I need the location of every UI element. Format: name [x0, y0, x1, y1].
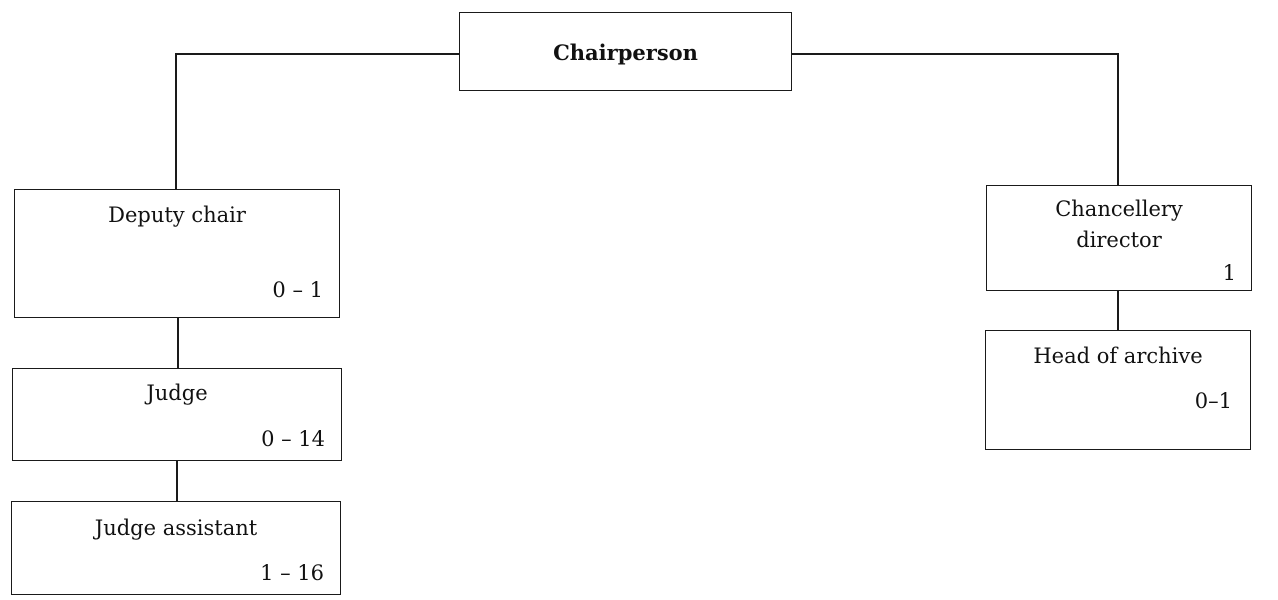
node-judge-count: 0 – 14 — [261, 427, 325, 451]
connector-chancellery-to-archive — [1117, 290, 1119, 331]
node-judge: Judge 0 – 14 — [12, 368, 342, 461]
node-head-of-archive: Head of archive 0–1 — [985, 330, 1251, 450]
node-chancellery-director: Chancellery director 1 — [986, 185, 1252, 291]
connector-deputy-to-judge — [177, 317, 179, 369]
node-judge-assistant: Judge assistant 1 – 16 — [11, 501, 341, 595]
node-head-of-archive-title: Head of archive — [1033, 344, 1203, 368]
node-judge-assistant-title: Judge assistant — [94, 516, 258, 540]
node-chairperson: Chairperson — [459, 12, 792, 91]
node-deputy-chair-title: Deputy chair — [108, 203, 246, 227]
node-deputy-chair-count: 0 – 1 — [272, 278, 323, 302]
connector-chair-to-deputy-vertical — [175, 53, 177, 190]
connector-judge-to-assistant — [176, 460, 178, 502]
connector-chair-to-chancellery-vertical — [1117, 53, 1119, 186]
node-judge-title: Judge — [146, 381, 208, 405]
node-chancellery-director-count: 1 — [1222, 261, 1236, 285]
connector-chair-right-horizontal — [791, 53, 1118, 55]
node-chairperson-title: Chairperson — [553, 40, 698, 65]
connector-chair-left-horizontal — [175, 53, 460, 55]
node-chancellery-director-title-line2: director — [1076, 228, 1162, 252]
node-deputy-chair: Deputy chair 0 – 1 — [14, 189, 340, 318]
node-chancellery-director-title-line1: Chancellery — [1055, 197, 1183, 221]
node-judge-assistant-count: 1 – 16 — [260, 561, 324, 585]
node-head-of-archive-count: 0–1 — [1194, 389, 1232, 413]
